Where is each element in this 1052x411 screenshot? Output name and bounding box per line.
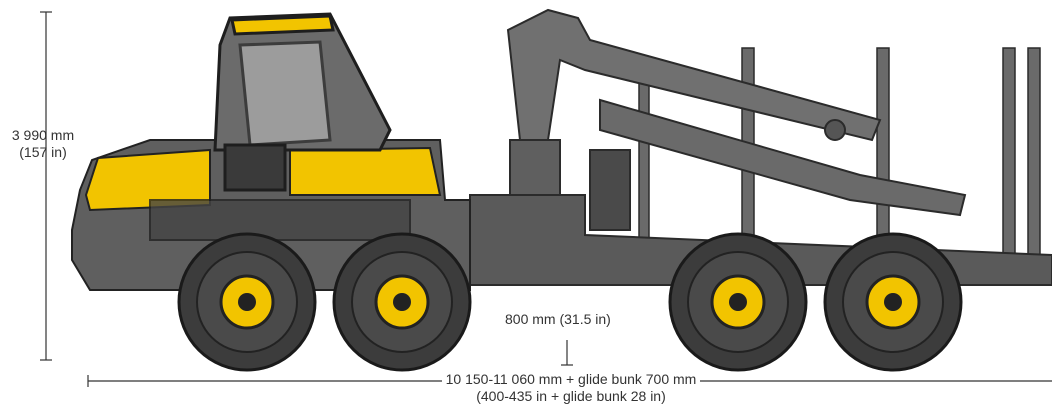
clearance-dimension-line [561, 340, 573, 366]
wheel-rear-2 [823, 232, 963, 372]
wheel-front-1 [177, 232, 317, 372]
wheel-front-2 [332, 232, 472, 372]
height-imperial: (157 in) [19, 144, 67, 160]
wheel-rear-1 [668, 232, 808, 372]
length-metric: 10 150-11 060 mm + glide bunk 700 mm [441, 371, 701, 388]
length-label: 10 150-11 060 mm + glide bunk 700 mm (40… [0, 371, 1052, 405]
bunk-stakes [638, 47, 1041, 264]
wheels [177, 232, 963, 372]
ground-clearance-label: 800 mm (31.5 in) [505, 311, 611, 327]
length-imperial: (400-435 in + glide bunk 28 in) [476, 388, 666, 404]
height-metric: 3 990 mm [11, 127, 75, 143]
cab [213, 12, 392, 192]
height-dimension-line [40, 11, 52, 361]
height-label: 3 990 mm (157 in) [4, 127, 82, 161]
